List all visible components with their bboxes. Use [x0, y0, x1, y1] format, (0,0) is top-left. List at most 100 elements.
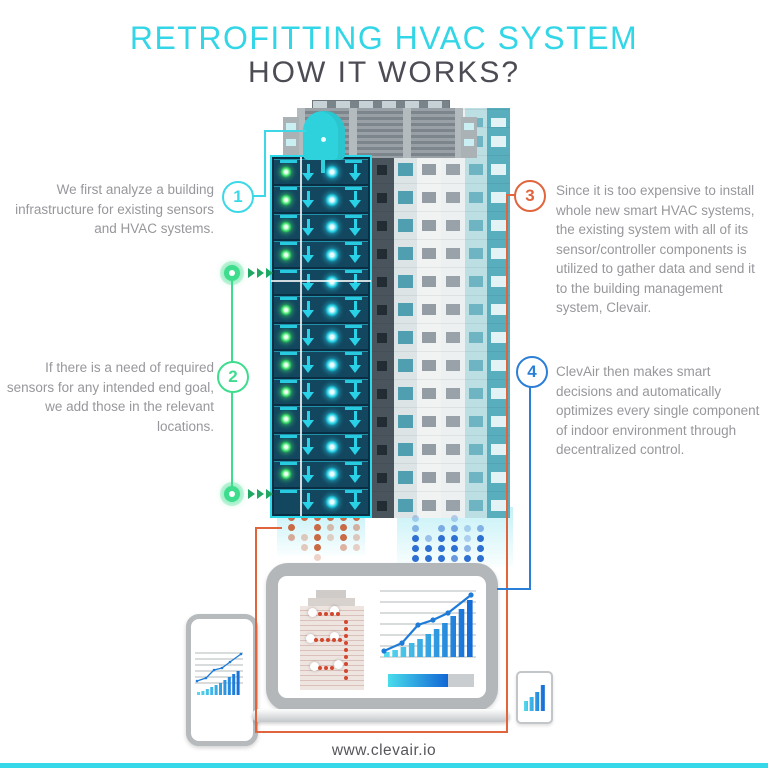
data-dot: [451, 535, 458, 542]
data-dot: [314, 524, 321, 531]
building-facade: [370, 108, 510, 518]
data-dot: [327, 524, 334, 531]
data-dot: [314, 554, 321, 561]
floor-row: [274, 213, 368, 240]
data-dot: [412, 545, 419, 552]
data-dot: [464, 545, 471, 552]
airflow-down-icon: [349, 163, 362, 181]
laptop-screen: [278, 576, 486, 698]
airflow-down-icon: [302, 163, 315, 181]
data-dot: [340, 534, 347, 541]
data-dot: [314, 534, 321, 541]
airflow-down-icon: [349, 191, 362, 209]
data-dot: [425, 535, 432, 542]
floor-sensor-dot: [280, 248, 292, 261]
step-3-text: Since it is too expensive to install who…: [556, 183, 755, 315]
connector-step1: [250, 195, 266, 197]
insert-arrow-icon: [248, 489, 255, 499]
floor-sensor-dot: [280, 221, 292, 234]
data-dot: [451, 515, 458, 522]
data-dot: [451, 545, 458, 552]
blueprint-line-horizontal: [271, 280, 371, 282]
floor-sensor-dot: [280, 413, 292, 426]
floor-sensor-dot: [280, 193, 292, 206]
mini-sensor-dot: [336, 612, 340, 616]
data-dot: [353, 524, 360, 531]
data-dot: [327, 534, 334, 541]
floor-sensor-dot: [280, 166, 292, 179]
floor-controller-dot: [325, 165, 339, 180]
data-dot: [464, 555, 471, 562]
facade-column: [370, 108, 394, 518]
mini-building-top: [308, 598, 355, 608]
sensor-stem: [321, 160, 325, 173]
floor-controller-dot: [325, 357, 339, 372]
connector-step1: [264, 130, 266, 197]
floor-sensor-dot: [280, 385, 292, 398]
data-dot: [301, 534, 308, 541]
data-dot: [340, 544, 347, 551]
step-1-text: We first analyze a building infrastructu…: [15, 182, 214, 236]
floor-controller-dot: [325, 412, 339, 427]
rooftop-sensor-icon: [303, 111, 345, 160]
airflow-down-icon: [302, 273, 315, 291]
roof-pillar: [297, 108, 305, 158]
airflow-down-icon: [302, 301, 315, 319]
footer-url: www.clevair.io: [331, 742, 437, 759]
airflow-down-icon: [302, 328, 315, 346]
progress-fill: [388, 674, 449, 687]
mini-sensor-dot: [344, 655, 348, 659]
connector-step1: [264, 130, 306, 132]
floor-controller-dot: [325, 330, 339, 345]
roof-wing-right: [461, 117, 477, 158]
data-dot: [314, 544, 321, 551]
airflow-down-icon: [349, 246, 362, 264]
stats-card: [516, 671, 553, 724]
mini-sensor-bubble: [334, 660, 343, 669]
mini-sensor-dot: [344, 648, 348, 652]
mini-sensor-dot: [344, 627, 348, 631]
floor-controller-dot: [325, 275, 339, 290]
step-badge-4: 4: [516, 356, 548, 388]
bar-chart-icon: [522, 682, 546, 712]
mini-sensor-bubble: [330, 606, 339, 615]
floor-slab-lines: [370, 108, 510, 518]
step-number: 4: [527, 362, 537, 381]
airflow-down-icon: [302, 356, 315, 374]
roof-window: [286, 123, 296, 130]
floor-row: [274, 323, 368, 350]
phone-chart: [194, 647, 244, 699]
step-number: 1: [233, 187, 243, 206]
floor-controller-dot: [325, 192, 339, 207]
dashboard-building-icon: [298, 590, 368, 690]
floor-controller-dot: [325, 384, 339, 399]
airflow-down-icon: [302, 191, 315, 209]
connector-step4: [497, 588, 531, 590]
data-dot: [438, 525, 445, 532]
mini-sensor-dot: [344, 620, 348, 624]
floor-row: [274, 461, 368, 487]
data-dot: [438, 545, 445, 552]
roof-pillar: [455, 108, 463, 158]
building-cutaway: [270, 155, 372, 518]
roof-wing-left: [283, 117, 299, 158]
airflow-down-icon: [349, 410, 362, 428]
floor-row: [274, 186, 368, 212]
floor-sensor-dot: [280, 303, 292, 316]
data-dot: [301, 544, 308, 551]
insert-arrow-icon: [248, 268, 255, 278]
roof-window: [464, 139, 474, 146]
floor-controller-dot: [325, 220, 339, 235]
data-dot: [412, 515, 419, 522]
step-number: 2: [228, 367, 238, 386]
connector-step3: [255, 528, 257, 733]
insert-arrow-icon: [266, 489, 273, 499]
connector-step4: [529, 384, 531, 589]
mini-sensor-dot: [324, 666, 328, 670]
data-dot: [412, 535, 419, 542]
mini-sensor-dot: [318, 666, 322, 670]
airflow-down-icon: [349, 465, 362, 483]
data-dot: [464, 535, 471, 542]
laptop-base: [252, 709, 510, 722]
